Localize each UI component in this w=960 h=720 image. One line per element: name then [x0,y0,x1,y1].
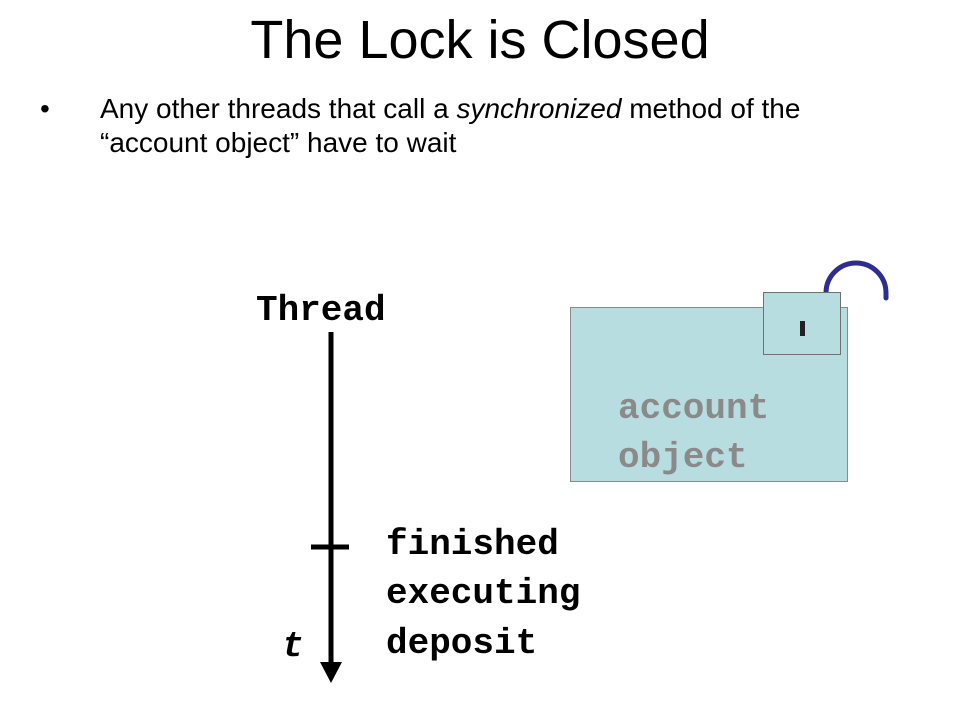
bullet-marker: • [40,93,50,124]
bullet-text-emphasis: synchronized [456,93,622,124]
thread-label: Thread [256,290,386,331]
bullet-text: Any other threads that call a synchroniz… [100,92,860,160]
object-label-line-1: account [618,388,770,429]
keyhole-icon [800,321,805,336]
bullet-text-start: Any other threads that call a [100,93,457,124]
status-line-2: executing [386,573,581,614]
lock-shackle [823,260,889,301]
status-line-3: deposit [386,623,538,664]
padlock-icon [763,292,841,355]
bullet-text-end: method of the “account object” have to w… [100,93,801,158]
time-axis-label: t [282,626,304,667]
timeline-arrowhead [320,662,342,683]
slide-title: The Lock is Closed [250,10,710,70]
object-label-line-2: object [618,437,748,478]
status-line-1: finished [386,524,559,565]
